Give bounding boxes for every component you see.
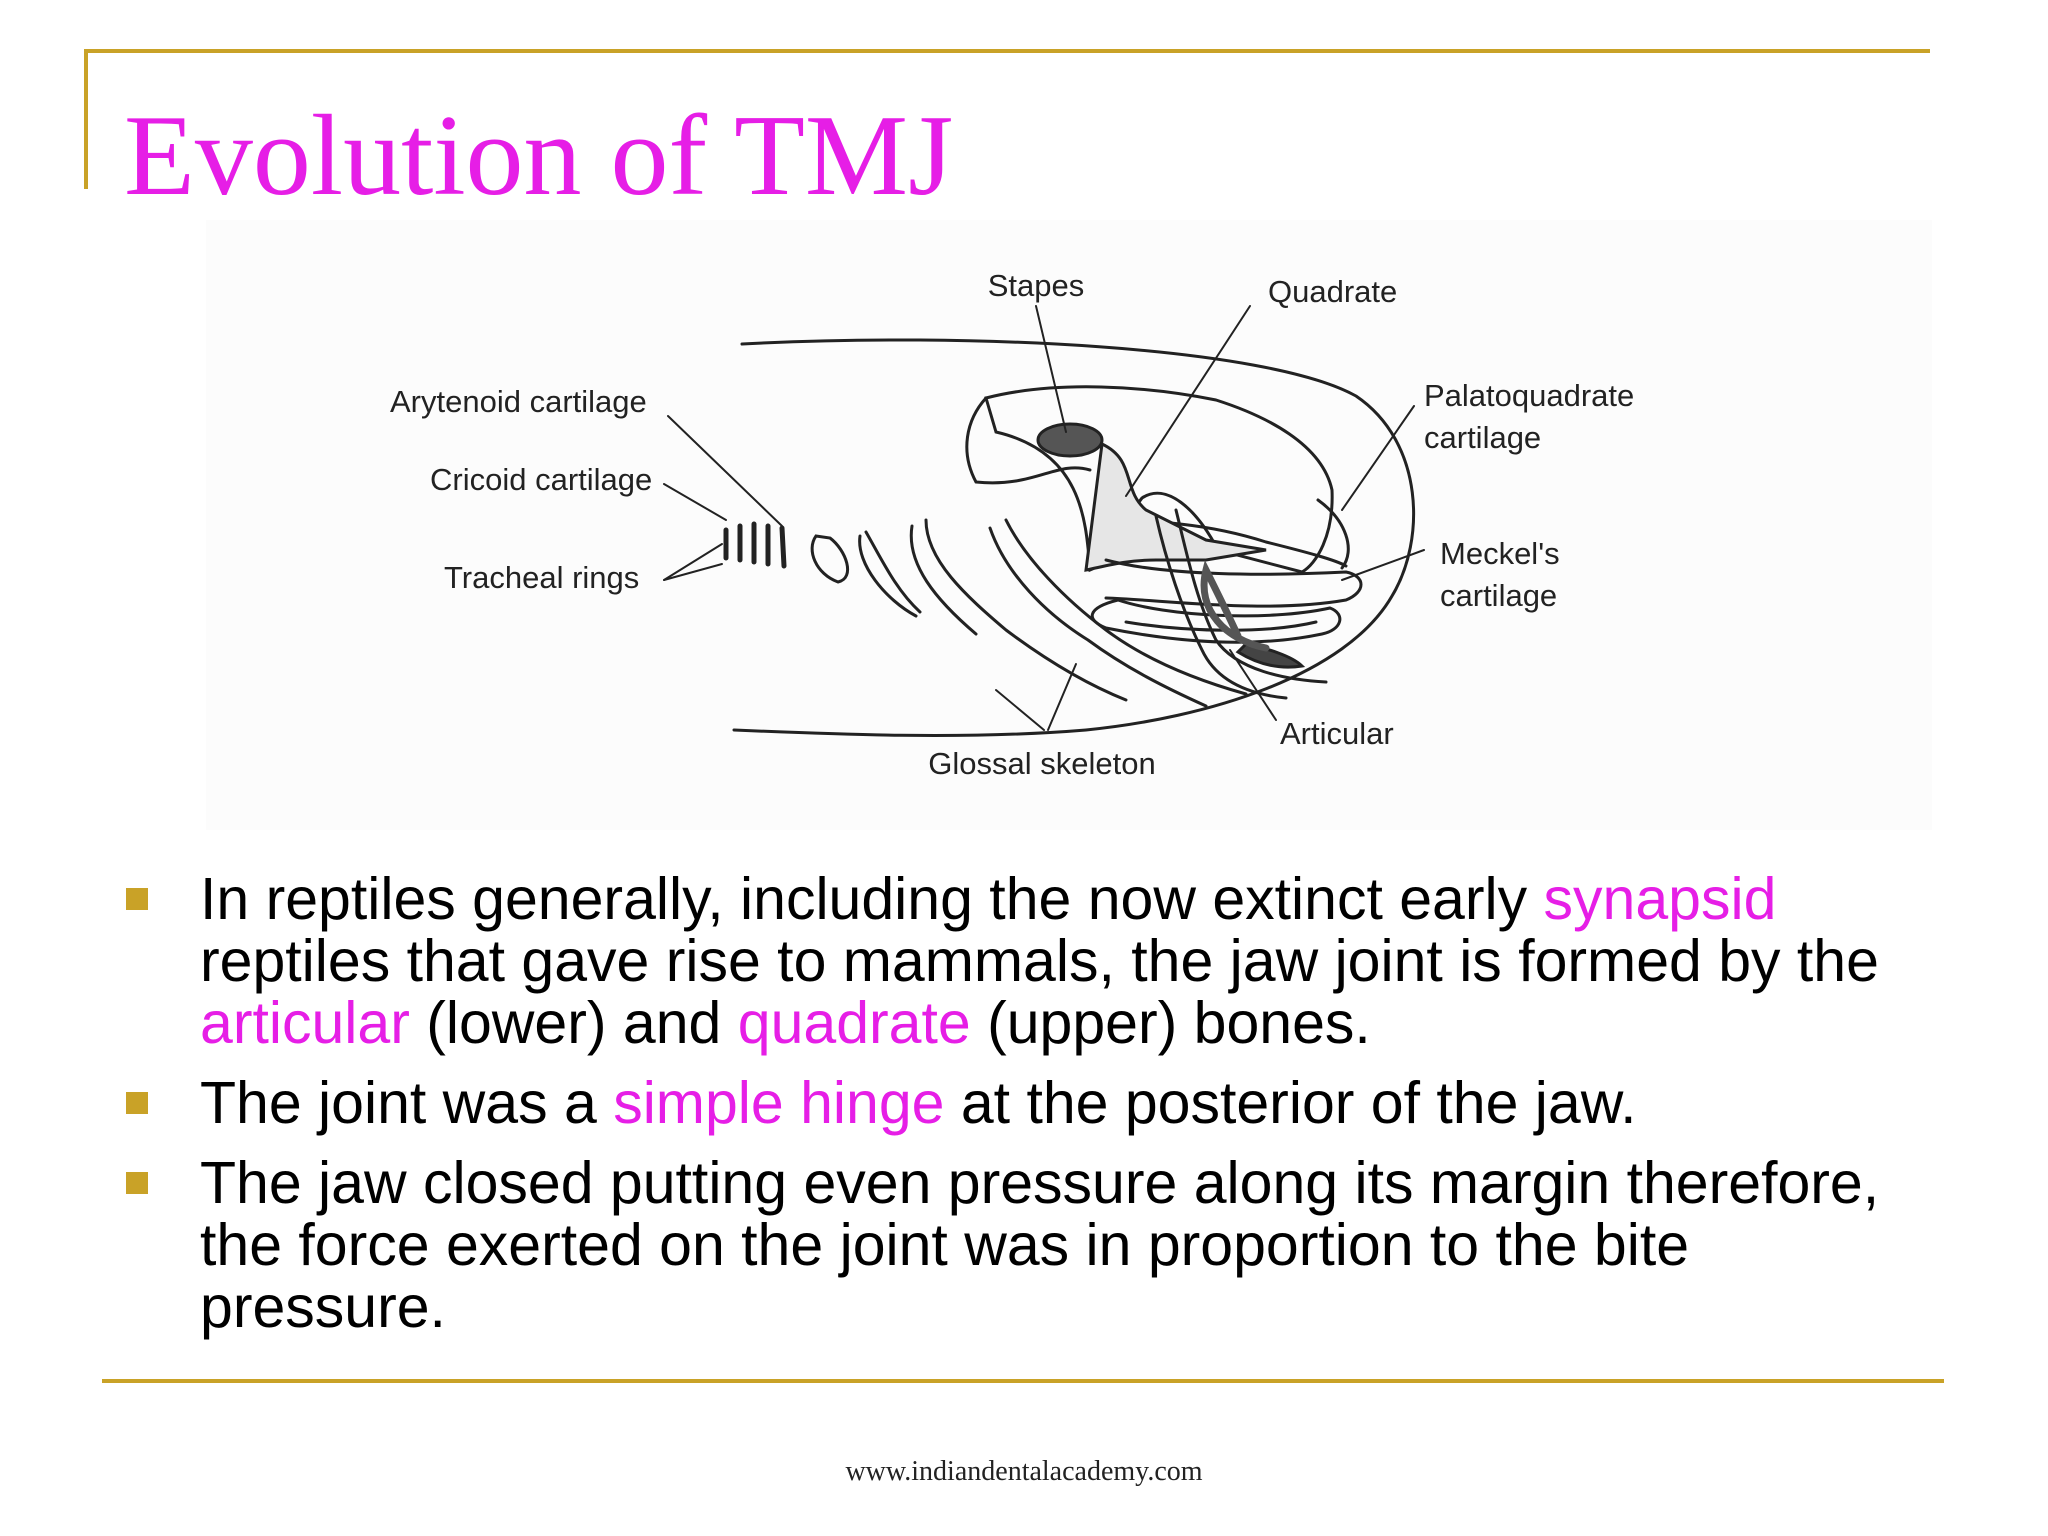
upper-jaw-edge xyxy=(1104,558,1363,608)
bullet-text: at the posterior of the jaw. xyxy=(944,1070,1637,1136)
leader-palatoquadrate xyxy=(1341,405,1415,511)
bullet-text: reptiles that gave rise to mammals, the … xyxy=(200,928,1879,994)
label-meckels-2: cartilage xyxy=(1440,578,1557,613)
bullet-text: (lower) and xyxy=(409,990,738,1056)
head-outline xyxy=(732,338,1415,737)
leader-articular xyxy=(1229,649,1277,721)
label-articular: Articular xyxy=(1280,716,1394,751)
arch-7 xyxy=(858,534,918,618)
label-arytenoid: Arytenoid cartilage xyxy=(390,384,647,419)
leader-tracheal-a xyxy=(663,563,723,581)
highlight-synapsid: synapsid xyxy=(1543,866,1777,932)
diagram-drawing: Stapes Quadrate Arytenoid cartilage Cric… xyxy=(390,268,1634,781)
arch-7b xyxy=(864,530,922,614)
leader-cricoid xyxy=(663,483,727,521)
jaw-evolution-diagram: Stapes Quadrate Arytenoid cartilage Cric… xyxy=(206,220,1932,830)
label-glossal: Glossal skeleton xyxy=(928,746,1155,781)
highlight-simple-hinge: simple hinge xyxy=(613,1070,945,1136)
arch-2 xyxy=(1154,514,1288,700)
bullet-item: The joint was a simple hinge at the post… xyxy=(118,1072,1918,1134)
leader-meckels xyxy=(1341,549,1425,581)
bullet-text: The jaw closed putting even pressure alo… xyxy=(200,1150,1880,1340)
bullet-text: In reptiles generally, including the now… xyxy=(200,866,1544,932)
hyoid-arch xyxy=(1200,559,1270,652)
label-palatoquadrate-2: cartilage xyxy=(1424,420,1541,455)
bullet-list: In reptiles generally, including the now… xyxy=(118,868,1918,1356)
leader-stapes xyxy=(1035,305,1067,433)
stapes-shape xyxy=(1036,422,1104,458)
quadrate-shape xyxy=(1084,441,1267,572)
palatoquadrate-end xyxy=(1316,498,1350,570)
arch-4 xyxy=(988,526,1208,708)
label-meckels-1: Meckel's xyxy=(1440,536,1560,571)
bullet-text: (upper) bones. xyxy=(970,990,1371,1056)
articular-shape xyxy=(1235,642,1306,669)
label-tracheal: Tracheal rings xyxy=(444,560,639,595)
bullet-text: The joint was a xyxy=(200,1070,614,1136)
highlight-quadrate: quadrate xyxy=(737,990,971,1056)
top-rule xyxy=(84,49,1930,53)
label-palatoquadrate-1: Palatoquadrate xyxy=(1424,378,1634,413)
leader-glossal-b xyxy=(1047,663,1077,731)
arch-5 xyxy=(924,518,1128,702)
label-quadrate: Quadrate xyxy=(1268,274,1397,309)
trachea-ring-5 xyxy=(779,525,787,569)
bullet-square-icon xyxy=(126,888,148,910)
leader-quadrate xyxy=(1125,305,1251,497)
bullet-item: In reptiles generally, including the now… xyxy=(118,868,1918,1054)
bullet-square-icon xyxy=(126,1172,148,1194)
leader-glossal-a xyxy=(995,689,1045,731)
highlight-articular: articular xyxy=(200,990,410,1056)
arch-6 xyxy=(909,524,978,636)
slide-title: Evolution of TMJ xyxy=(124,92,954,220)
bullet-square-icon xyxy=(126,1092,148,1114)
leader-arytenoid xyxy=(667,415,783,527)
braincase-front xyxy=(965,396,1092,485)
footer-url: www.indiandentalacademy.com xyxy=(845,1456,1203,1487)
left-rule xyxy=(84,49,88,189)
arch-3 xyxy=(1004,518,1248,696)
bullet-item: The jaw closed putting even pressure alo… xyxy=(118,1152,1918,1338)
bottom-rule xyxy=(102,1379,1944,1383)
arch-8 xyxy=(810,534,849,584)
arch-1 xyxy=(1174,508,1328,684)
leader-tracheal-b xyxy=(663,543,723,581)
label-stapes: Stapes xyxy=(988,268,1085,303)
label-cricoid: Cricoid cartilage xyxy=(430,462,652,497)
